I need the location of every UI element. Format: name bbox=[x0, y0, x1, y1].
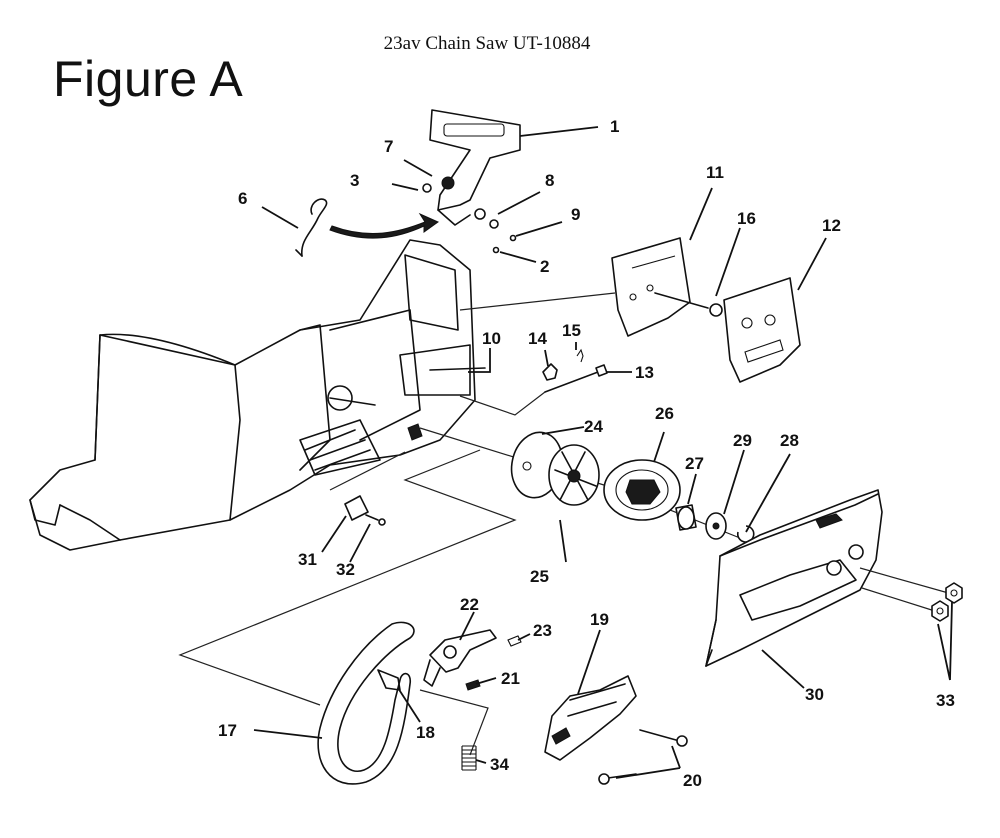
callout-16: 16 bbox=[737, 209, 756, 228]
callout-29: 29 bbox=[733, 431, 752, 450]
part-26-drum bbox=[603, 459, 681, 521]
callout-22: 22 bbox=[460, 595, 479, 614]
part-23-spring-pin bbox=[507, 635, 522, 647]
part-14-clip bbox=[542, 363, 558, 381]
callout-10: 10 bbox=[482, 329, 501, 348]
part-15-pin bbox=[576, 348, 584, 363]
callout-32: 32 bbox=[336, 560, 355, 579]
callout-17: 17 bbox=[218, 721, 237, 740]
part-13-adjuster bbox=[544, 364, 608, 393]
guide-line-brake bbox=[178, 449, 517, 706]
callout-25: 25 bbox=[530, 567, 549, 586]
part-25-clutch bbox=[548, 444, 600, 506]
callout-6: 6 bbox=[238, 189, 248, 208]
callout-15: 15 bbox=[562, 321, 581, 340]
callout-13: 13 bbox=[635, 363, 654, 382]
part-11-inner-plate bbox=[611, 237, 691, 337]
part-32-screw bbox=[365, 514, 386, 526]
guide-line-spring bbox=[419, 689, 489, 756]
callout-18: 18 bbox=[416, 723, 435, 742]
callout-20: 20 bbox=[683, 771, 702, 790]
guide-line-nuts bbox=[859, 567, 953, 613]
part-17-brake-band bbox=[317, 621, 415, 785]
assembly-arrow bbox=[329, 212, 440, 239]
callout-28: 28 bbox=[780, 431, 799, 450]
small-hardware-cluster bbox=[422, 176, 517, 254]
part-21-screw bbox=[465, 679, 481, 691]
callout-21: 21 bbox=[501, 669, 520, 688]
part-33-nuts bbox=[931, 582, 963, 622]
part-22-brake-lever bbox=[423, 629, 497, 687]
guide-line-plate bbox=[459, 292, 616, 311]
part-30-sprocket-cover bbox=[705, 489, 883, 667]
callout-19: 19 bbox=[590, 610, 609, 629]
part-12-outer-plate bbox=[723, 277, 801, 383]
callout-1: 1 bbox=[610, 117, 620, 136]
callout-27: 27 bbox=[685, 454, 704, 473]
callout-30: 30 bbox=[805, 685, 824, 704]
part-18-pin bbox=[377, 669, 401, 691]
part-6-wire-link bbox=[295, 198, 328, 257]
part-16-bolt bbox=[654, 292, 723, 317]
part-34-spring bbox=[461, 745, 477, 771]
callout-12: 12 bbox=[822, 216, 841, 235]
callout-8: 8 bbox=[545, 171, 555, 190]
guide-line-adjuster bbox=[459, 391, 546, 416]
part-1-handle bbox=[429, 109, 521, 226]
callout-7: 7 bbox=[384, 137, 394, 156]
figure-label: Figure A bbox=[53, 51, 244, 107]
part-27-bearing bbox=[675, 504, 697, 531]
callout-34: 34 bbox=[490, 755, 509, 774]
callout-33: 33 bbox=[936, 691, 955, 710]
callout-26: 26 bbox=[655, 404, 674, 423]
part-31-stop bbox=[344, 495, 369, 521]
callout-leaders bbox=[253, 126, 953, 779]
callout-23: 23 bbox=[533, 621, 552, 640]
callout-11: 11 bbox=[706, 163, 724, 182]
saw-housing bbox=[29, 239, 486, 551]
guide-line-31 bbox=[329, 451, 406, 491]
callout-2: 2 bbox=[540, 257, 550, 276]
part-29-washer bbox=[705, 512, 727, 540]
callout-3: 3 bbox=[350, 171, 360, 190]
part-19-brake-housing bbox=[544, 675, 637, 761]
callout-24: 24 bbox=[584, 417, 603, 436]
callout-9: 9 bbox=[571, 205, 581, 224]
part-20-screws bbox=[598, 729, 688, 785]
document-title: 23av Chain Saw UT-10884 bbox=[383, 33, 591, 54]
callout-31: 31 bbox=[298, 550, 317, 569]
callout-14: 14 bbox=[528, 329, 547, 348]
